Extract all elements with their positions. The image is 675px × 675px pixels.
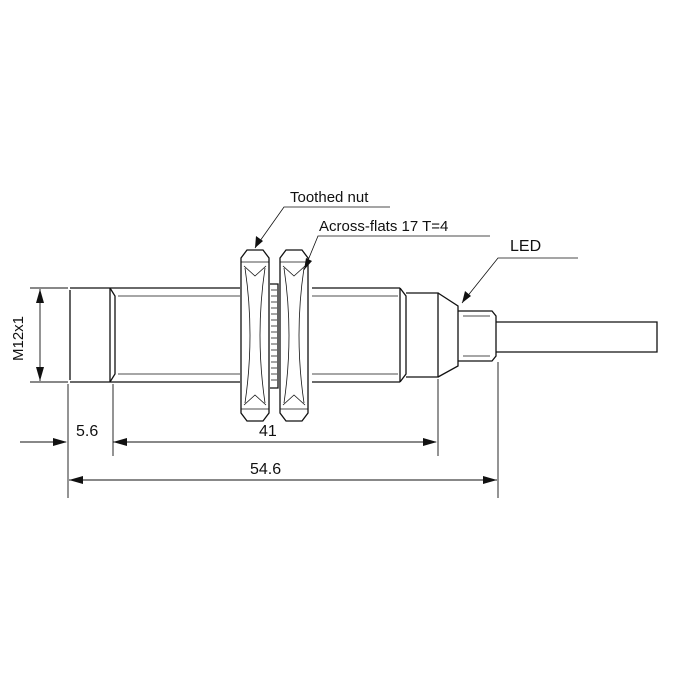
led-label: LED [510,238,541,255]
front-length-label: 5.6 [76,423,98,440]
led-leader: LED [461,238,578,304]
thread-dimension-label: M12x1 [10,316,27,361]
total-length-dimension: 54.6 [69,461,497,484]
toothed-nut [240,249,270,422]
front-length-dimension: 5.6 [20,423,128,446]
extension-lines [67,362,499,498]
thread-dimension: M12x1 [10,287,68,383]
toothed-nut-leader: Toothed nut [254,189,390,249]
toothed-nut-label: Toothed nut [290,189,369,206]
hex-nut [279,249,309,422]
across-flats-leader: Across-flats 17 T=4 [303,218,490,271]
across-flats-label: Across-flats 17 T=4 [319,218,448,235]
thread-length-label: 41 [259,423,277,440]
total-length-label: 54.6 [250,461,281,478]
thread-length-dimension: 41 [115,423,437,446]
sensor-body [69,287,658,383]
nut-teeth [270,283,279,389]
